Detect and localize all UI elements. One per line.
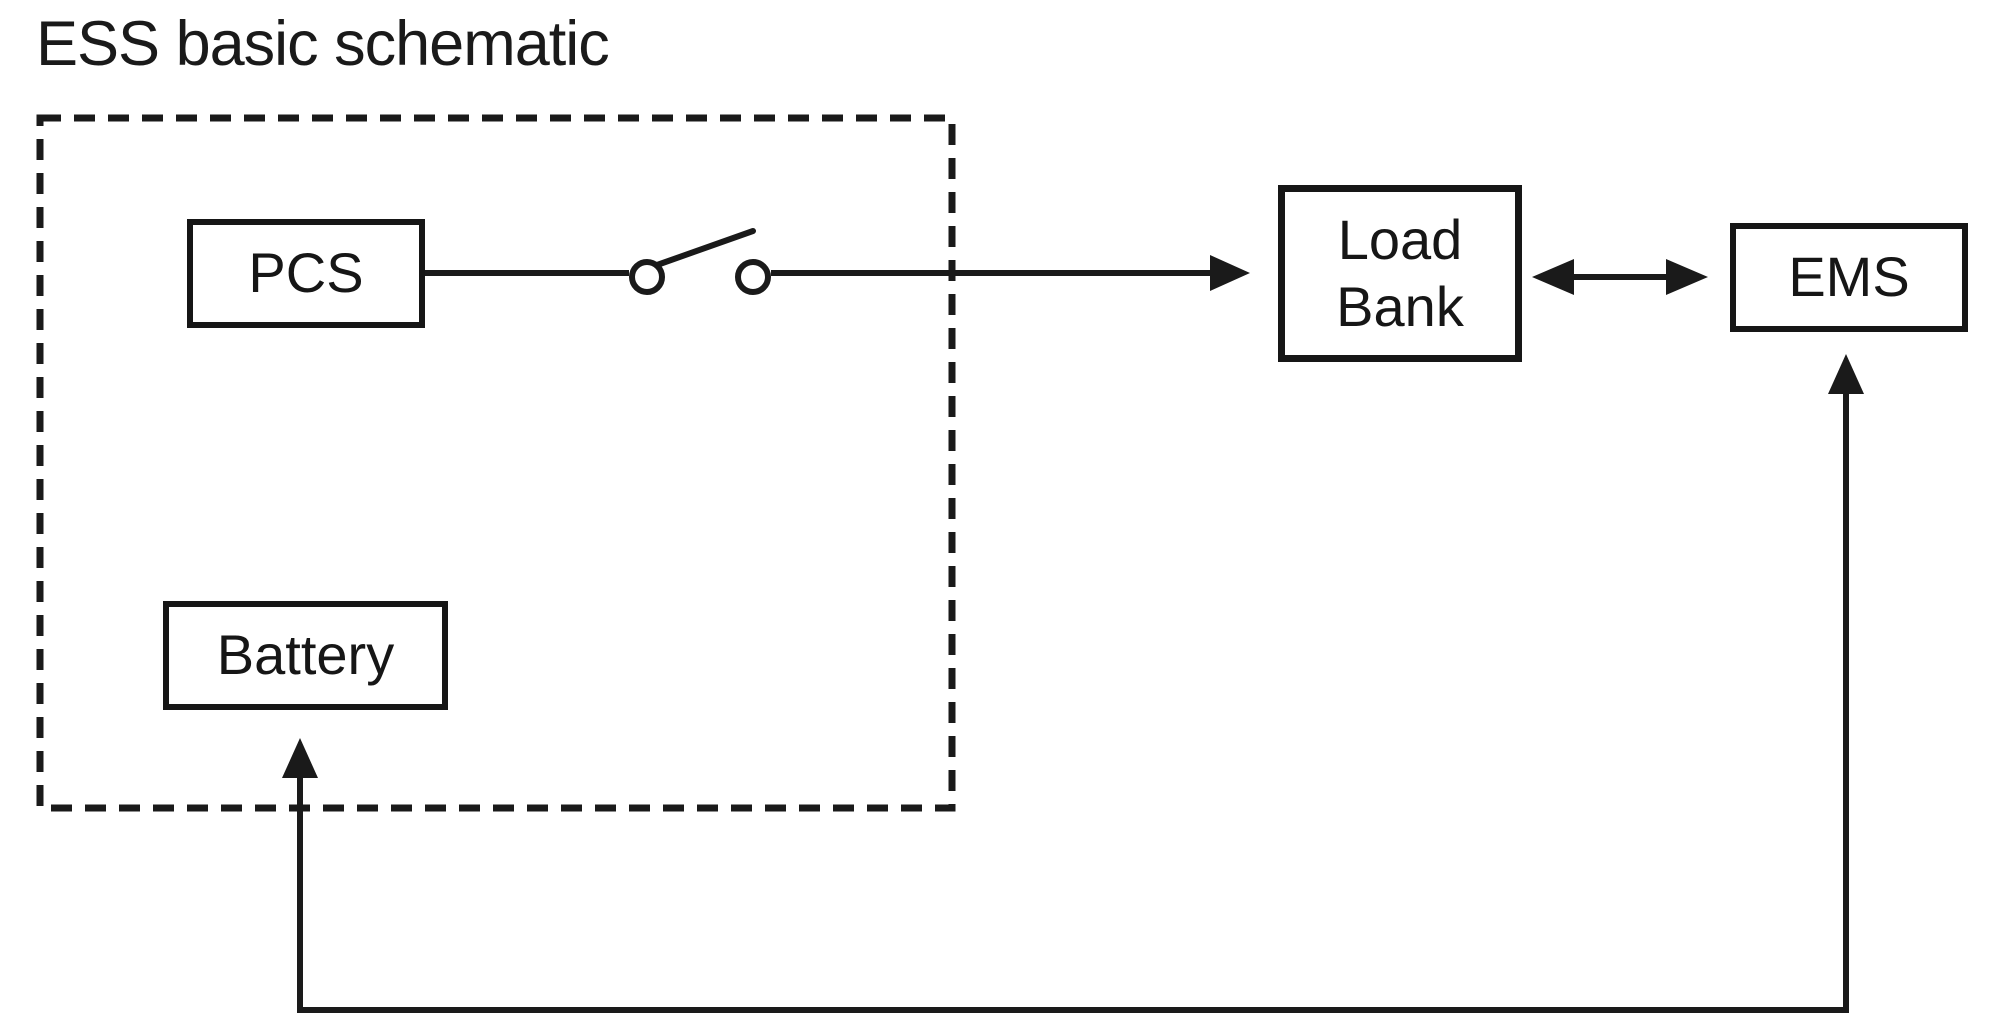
ess-boundary-dashed-rect [36, 114, 956, 812]
node-battery-label: Battery [216, 623, 395, 687]
arrowhead-into-loadbank-icon [1210, 255, 1250, 291]
node-pcs-label: PCS [248, 241, 364, 305]
arrowhead-toward-ems-icon [1666, 259, 1708, 295]
node-pcs: PCS [187, 219, 425, 328]
feedback-line-ems-battery [297, 372, 1849, 1013]
switch-lever-icon [654, 228, 756, 268]
diagram-title: ESS basic schematic [36, 9, 610, 79]
node-battery: Battery [163, 601, 448, 710]
switch-right-contact-icon [735, 259, 771, 295]
node-load-bank-label: Load Bank [1336, 208, 1464, 338]
arrowhead-into-ems-icon [1828, 354, 1864, 394]
node-load-bank: Load Bank [1278, 185, 1522, 362]
arrowhead-toward-loadbank-icon [1532, 259, 1574, 295]
node-ems: EMS [1730, 223, 1968, 332]
switch-left-contact-icon [629, 259, 665, 295]
arrowhead-into-battery-icon [282, 738, 318, 778]
node-ems-label: EMS [1788, 245, 1910, 309]
